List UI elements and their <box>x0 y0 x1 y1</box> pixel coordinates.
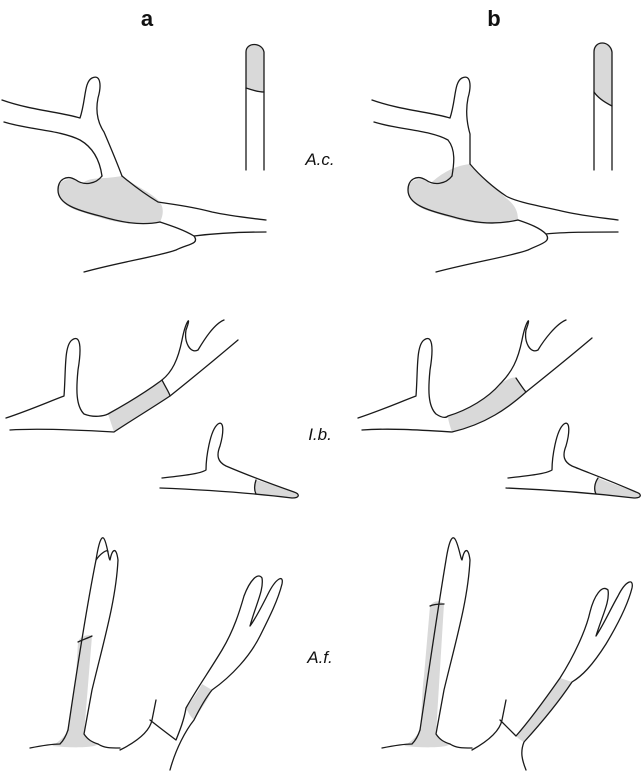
panel-a-ib <box>6 320 298 498</box>
stained-base <box>52 635 98 747</box>
stained-tip <box>255 480 299 498</box>
hypha-a-ac-branched <box>2 77 266 272</box>
stained-region <box>408 164 518 224</box>
hypha-a-af-long <box>30 538 120 748</box>
stained-base <box>404 601 450 747</box>
panel-a-ac <box>2 45 266 273</box>
column-label-a: a <box>141 6 154 31</box>
row-label-ac: A.c. <box>304 150 334 169</box>
panel-b-ib <box>358 320 640 498</box>
stained-region <box>58 176 163 224</box>
column-label-b: b <box>487 6 500 31</box>
hypha-b-ib-small <box>506 423 640 498</box>
hypha-b-af-long <box>382 538 472 748</box>
panel-b-af <box>382 538 632 770</box>
hypha-a-ac-tip <box>246 45 264 171</box>
stained-region <box>448 377 526 432</box>
row-label-ib: I.b. <box>308 425 332 444</box>
hypha-a-ib-branched <box>6 320 238 432</box>
stained-tip <box>246 45 264 93</box>
row-label-af: A.f. <box>306 648 333 667</box>
stained-region <box>108 380 170 432</box>
hypha-a-ib-small <box>160 423 298 498</box>
hypha-a-af-branched <box>120 576 282 770</box>
hypha-b-af-branched <box>472 582 632 770</box>
hypha-b-ac-branched <box>372 77 618 272</box>
hypha-b-ib-branched <box>358 320 592 432</box>
panel-b-ac <box>372 43 618 272</box>
stained-region <box>516 678 572 742</box>
hypha-b-ac-tip <box>594 43 612 170</box>
stained-tip <box>594 43 612 106</box>
panel-a-af <box>30 538 282 770</box>
